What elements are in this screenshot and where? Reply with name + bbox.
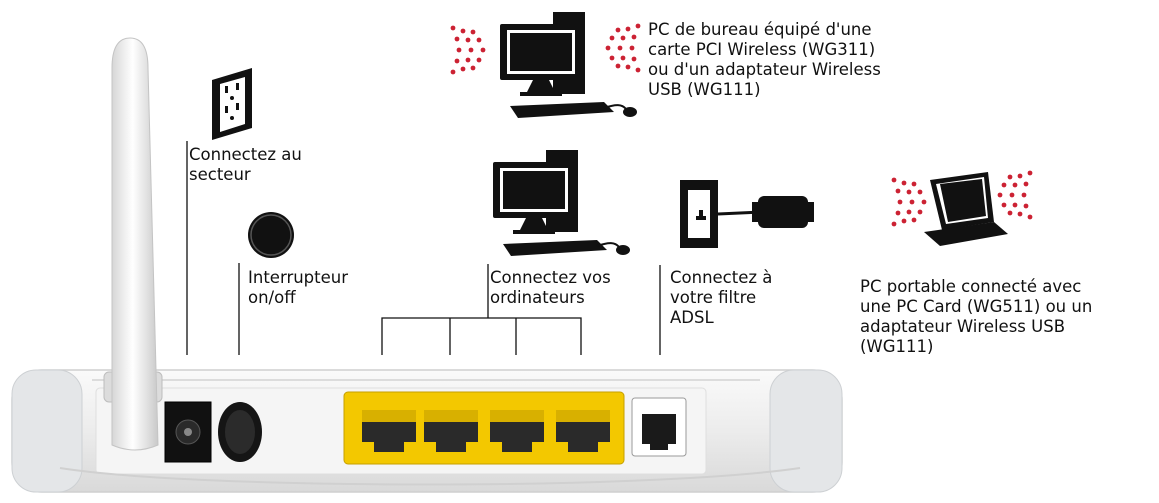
power-outlet-label: Connectez au secteur — [189, 145, 302, 184]
lan-port-3[interactable] — [490, 410, 544, 452]
computers-label: Connectez vos ordinateurs — [490, 268, 611, 307]
power-switch-icon — [248, 212, 294, 258]
desktop-pc-icon — [492, 149, 631, 257]
callout-lines — [186, 141, 661, 355]
laptop-wireless-label: PC portable connecté avec une PC Card (W… — [860, 277, 1093, 356]
adsl-filter-icon — [717, 196, 814, 228]
power-jack — [164, 401, 212, 463]
adsl-filter-label: Connectez à votre filtre ADSL — [670, 268, 773, 327]
power-switch[interactable] — [218, 402, 262, 462]
laptop-icon — [924, 172, 1008, 246]
adsl-port[interactable] — [631, 397, 687, 457]
lan-port-1[interactable] — [362, 410, 416, 452]
wall-phone-jack-icon — [680, 180, 718, 248]
antenna — [103, 37, 163, 451]
lan-port-2[interactable] — [424, 410, 478, 452]
lan-ports-block — [343, 391, 625, 465]
power-switch-label: Interrupteur on/off — [248, 268, 349, 307]
power-outlet-icon — [212, 68, 252, 140]
lan-port-4[interactable] — [556, 410, 610, 452]
desktop-wireless-label: PC de bureau équipé d'une carte PCI Wire… — [648, 20, 881, 99]
